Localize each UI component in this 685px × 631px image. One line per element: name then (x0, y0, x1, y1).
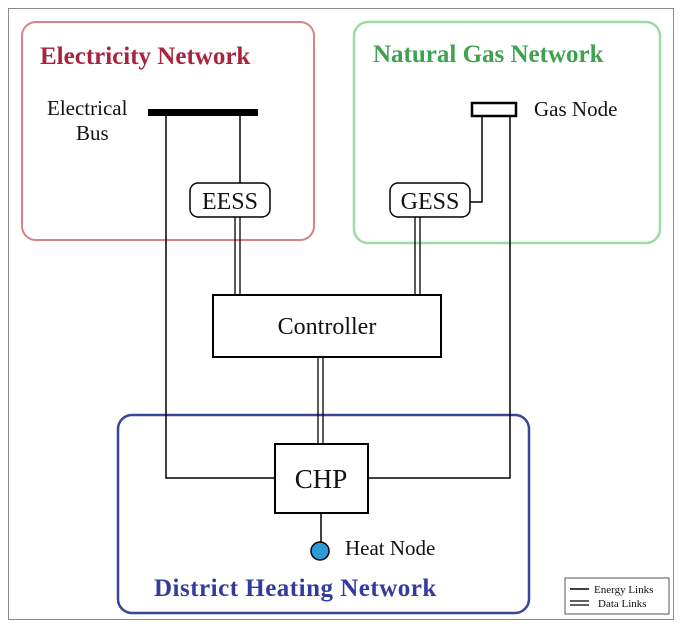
gess-box (389, 182, 471, 218)
electricity-network-title: Electricity Network (40, 43, 250, 70)
energy-links (165, 113, 511, 545)
gess-label: GESS (401, 189, 460, 215)
legend: Energy Links Data Links (564, 577, 670, 615)
heating-network-title: District Heating Network (154, 575, 437, 602)
data-link-controller-chp (317, 357, 324, 444)
energy-link-bus-chp (165, 113, 275, 479)
electricity-network-region (21, 21, 315, 241)
gas-node-label: Gas Node (534, 97, 617, 121)
electrical-bus-label-line2: Bus (76, 121, 109, 145)
gas-node (470, 101, 518, 118)
gas-network-title: Natural Gas Network (373, 41, 604, 68)
heat-node (310, 541, 330, 561)
eess-box (189, 182, 271, 218)
diagram-frame (8, 8, 674, 620)
energy-link-gasnode-chp (368, 116, 511, 479)
chp-box (274, 443, 369, 514)
data-links (234, 217, 421, 444)
controller-label: Controller (278, 314, 377, 340)
data-link-gess-controller (414, 217, 421, 295)
eess-label: EESS (202, 189, 258, 215)
gas-network-region (352, 20, 662, 245)
legend-energy-label: Energy Links (594, 584, 653, 596)
chp-label: CHP (295, 464, 348, 494)
legend-data-label: Data Links (598, 598, 647, 610)
electrical-bus (148, 109, 258, 116)
controller-box (212, 294, 442, 358)
heat-node-label: Heat Node (345, 536, 435, 560)
electrical-bus-label-line1: Electrical (47, 96, 128, 120)
legend-box (564, 577, 670, 615)
energy-link-gasnode-gess (470, 116, 483, 203)
data-link-eess-controller (234, 217, 241, 295)
